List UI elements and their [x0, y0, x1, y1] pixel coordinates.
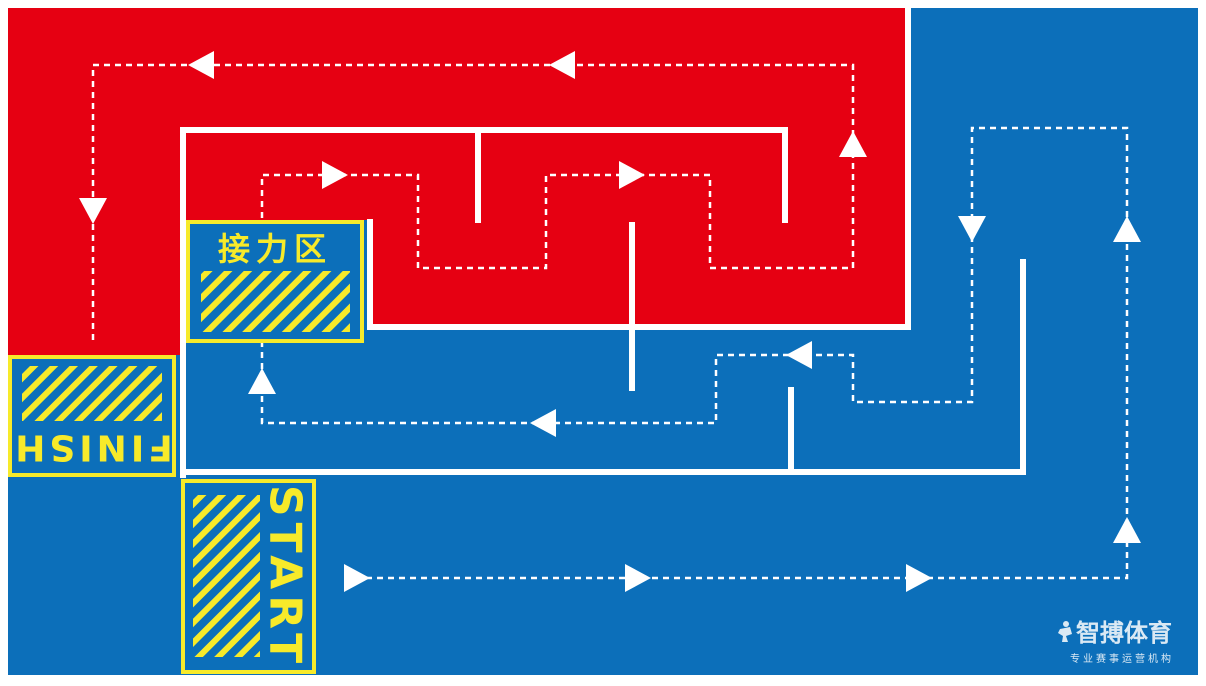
- arrow-up-icon: [1113, 216, 1141, 242]
- wall-blue-bottom: [180, 259, 1026, 475]
- arrow-right-icon: [619, 161, 645, 189]
- relay-zone-label: 接力区: [218, 230, 332, 268]
- arrow-up-icon: [1113, 517, 1141, 543]
- relay-zone: 接力区: [186, 220, 364, 343]
- arrow-right-icon: [625, 564, 651, 592]
- arrow-up-icon: [248, 368, 276, 394]
- direction-arrows: [79, 51, 1141, 592]
- arrow-left-icon: [188, 51, 214, 79]
- arrow-right-icon: [322, 161, 348, 189]
- brand-tagline: 专业赛事运营机构: [1070, 652, 1174, 665]
- runner-icon: [1058, 621, 1072, 642]
- finish-zone: FINISH: [8, 355, 176, 477]
- arrow-down-icon: [79, 198, 107, 224]
- brand-name: 智搏体育: [1076, 619, 1172, 647]
- arrow-right-icon: [906, 564, 932, 592]
- arrow-up-icon: [839, 131, 867, 157]
- wall-red-inner-outline: [180, 127, 788, 478]
- arrow-right-icon: [344, 564, 370, 592]
- start-zone: START: [181, 479, 316, 674]
- arrow-left-icon: [786, 341, 812, 369]
- brand-logo: 智搏体育 专业赛事运营机构: [1058, 619, 1174, 665]
- red-zone: [8, 8, 908, 355]
- relay-zone-hatch: [201, 271, 350, 332]
- arrow-left-icon: [530, 409, 556, 437]
- start-zone-hatch: [193, 495, 260, 657]
- finish-zone-label: FINISH: [11, 427, 173, 468]
- wall-red-bottom: [367, 219, 911, 330]
- lane-walls: [180, 5, 1026, 478]
- arrow-down-icon: [958, 216, 986, 242]
- finish-zone-hatch: [22, 366, 162, 421]
- arrow-left-icon: [549, 51, 575, 79]
- start-zone-label: START: [260, 485, 311, 669]
